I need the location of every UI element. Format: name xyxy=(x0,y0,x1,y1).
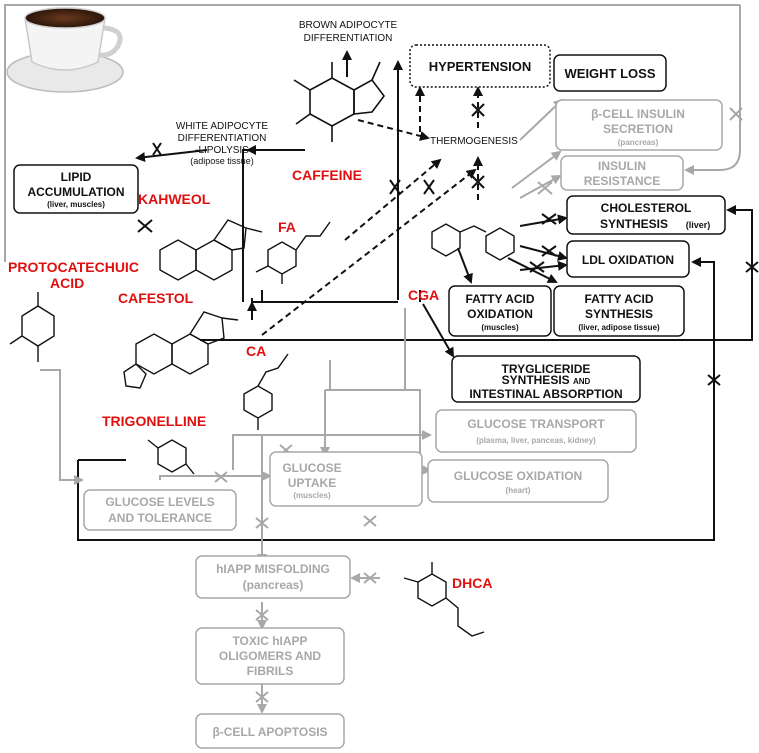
svg-text:-LIPOLYSIS: -LIPOLYSIS xyxy=(195,145,249,156)
svg-text:(pancreas): (pancreas) xyxy=(243,578,304,592)
svg-text:GLUCOSE OXIDATION: GLUCOSE OXIDATION xyxy=(454,469,582,483)
svg-text:INSULIN: INSULIN xyxy=(598,159,646,173)
fatty-acid-synthesis-box: FATTY ACID SYNTHESIS (liver, adipose tis… xyxy=(553,285,685,337)
svg-text:(muscles): (muscles) xyxy=(293,491,331,500)
svg-text:DIFFERENTIATION: DIFFERENTIATION xyxy=(178,133,267,144)
cafestol-structure-icon xyxy=(123,311,239,389)
svg-text:SECRETION: SECRETION xyxy=(603,122,673,136)
svg-text:LDL OXIDATION: LDL OXIDATION xyxy=(582,253,674,267)
svg-text:RESISTANCE: RESISTANCE xyxy=(584,174,660,188)
svg-text:(liver, adipose tissue): (liver, adipose tissue) xyxy=(578,323,660,332)
hiapp-misfolding-box: hIAPP MISFOLDING (pancreas) xyxy=(195,555,351,599)
cga-label: CGA xyxy=(408,287,439,303)
svg-text:GLUCOSE LEVELS: GLUCOSE LEVELS xyxy=(105,495,214,509)
beta-cell-secretion-box: β-CELL INSULIN SECRETION (pancreas) xyxy=(555,99,723,151)
glucose-levels-box: GLUCOSE LEVELS AND TOLERANCE xyxy=(83,489,237,531)
kahweol-structure-icon xyxy=(159,219,263,281)
coffee-cup-icon xyxy=(6,7,124,93)
fa-label: FA xyxy=(278,219,296,235)
lipid-accumulation-box: LIPID ACCUMULATION (liver, muscles) xyxy=(13,164,139,214)
svg-text:(liver, muscles): (liver, muscles) xyxy=(47,200,105,209)
black-arrows xyxy=(135,50,568,358)
caffeine-label: CAFFEINE xyxy=(292,167,362,183)
svg-text:INTESTINAL ABSORPTION: INTESTINAL ABSORPTION xyxy=(469,387,622,401)
svg-text:FATTY ACID: FATTY ACID xyxy=(465,292,534,306)
glucose-transport-box: GLUCOSE TRANSPORT (plasma, liver, pancea… xyxy=(435,409,637,453)
svg-text:HYPERTENSION: HYPERTENSION xyxy=(429,59,532,74)
trigonelline-structure-icon xyxy=(147,439,195,475)
inhibition-marks xyxy=(137,103,759,703)
tryglyceride-box: TRYGLICERIDE SYNTHESIS AND INTESTINAL AB… xyxy=(451,355,641,403)
svg-text:β-CELL INSULIN: β-CELL INSULIN xyxy=(591,107,685,121)
cga-structure-icon xyxy=(431,223,515,261)
svg-text:(plasma, liver, panceas, kidne: (plasma, liver, panceas, kidney) xyxy=(476,436,596,445)
svg-text:β-CELL APOPTOSIS: β-CELL APOPTOSIS xyxy=(212,725,327,739)
protocatechuic-structure-icon xyxy=(9,292,55,362)
svg-text:GLUCOSE: GLUCOSE xyxy=(282,461,341,475)
svg-text:(pancreas): (pancreas) xyxy=(618,138,659,147)
brown-adipocyte-label: BROWN ADIPOCYTE DIFFERENTIATION xyxy=(299,20,398,44)
dashed-arrows xyxy=(261,86,483,336)
white-adipocyte-label: WHITE ADIPOCYTE DIFFERENTIATION -LIPOLYS… xyxy=(176,121,269,166)
svg-text:AND TOLERANCE: AND TOLERANCE xyxy=(108,511,212,525)
dhca-structure-icon xyxy=(403,562,485,637)
svg-text:SYNTHESIS: SYNTHESIS xyxy=(585,307,653,321)
svg-text:DIFFERENTIATION: DIFFERENTIATION xyxy=(304,33,393,44)
fa-structure-icon xyxy=(255,221,331,284)
svg-text:hIAPP MISFOLDING: hIAPP MISFOLDING xyxy=(216,562,330,576)
protocatechuic-label-1: PROTOCATECHUIC xyxy=(8,259,139,275)
beta-cell-apoptosis-box: β-CELL APOPTOSIS xyxy=(195,713,345,749)
glucose-oxidation-box: GLUCOSE OXIDATION (heart) xyxy=(427,459,609,503)
svg-text:SYNTHESIS: SYNTHESIS xyxy=(600,217,668,231)
ldl-oxidation-box: LDL OXIDATION xyxy=(566,240,690,278)
svg-text:WHITE ADIPOCYTE: WHITE ADIPOCYTE xyxy=(176,121,269,132)
ca-label: CA xyxy=(246,343,266,359)
svg-text:LIPID: LIPID xyxy=(61,170,92,184)
weight-loss-box: WEIGHT LOSS xyxy=(553,54,667,92)
svg-text:(muscles): (muscles) xyxy=(481,323,519,332)
svg-text:WEIGHT LOSS: WEIGHT LOSS xyxy=(565,66,656,81)
svg-text:TRYGLICERIDE: TRYGLICERIDE xyxy=(502,362,591,376)
svg-text:SYNTHESIS AND: SYNTHESIS AND xyxy=(502,373,591,387)
svg-text:(adipose tissue): (adipose tissue) xyxy=(190,156,254,166)
svg-text:UPTAKE: UPTAKE xyxy=(288,476,336,490)
insulin-resistance-box: INSULIN RESISTANCE xyxy=(560,155,684,191)
svg-text:CHOLESTEROL: CHOLESTEROL xyxy=(601,201,692,215)
svg-text:GLUCOSE TRANSPORT: GLUCOSE TRANSPORT xyxy=(467,417,605,431)
svg-text:FIBRILS: FIBRILS xyxy=(247,664,294,678)
svg-text:ACCUMULATION: ACCUMULATION xyxy=(27,185,124,199)
cholesterol-synthesis-box: CHOLESTEROL SYNTHESIS (liver) xyxy=(566,195,726,235)
caffeine-structure-icon xyxy=(293,61,385,142)
fatty-acid-oxidation-box: FATTY ACID OXIDATION (muscles) xyxy=(448,285,552,337)
svg-text:TOXIC hIAPP: TOXIC hIAPP xyxy=(232,634,307,648)
svg-text:OXIDATION: OXIDATION xyxy=(467,307,533,321)
hypertension-box: HYPERTENSION xyxy=(409,44,551,88)
svg-text:OLIGOMERS AND: OLIGOMERS AND xyxy=(219,649,322,663)
svg-text:FATTY ACID: FATTY ACID xyxy=(584,292,653,306)
svg-text:(liver): (liver) xyxy=(686,220,711,230)
frame-lines xyxy=(4,4,753,541)
svg-text:BROWN ADIPOCYTE: BROWN ADIPOCYTE xyxy=(299,20,398,31)
ca-structure-icon xyxy=(243,353,289,430)
protocatechuic-label-2: ACID xyxy=(50,275,84,291)
kahweol-label: KAHWEOL xyxy=(138,191,211,207)
thermogenesis-label: THERMOGENESIS xyxy=(430,136,518,147)
glucose-uptake-box: GLUCOSE UPTAKE (muscles) xyxy=(269,451,423,507)
svg-text:(heart): (heart) xyxy=(506,486,531,495)
toxic-hiapp-box: TOXIC hIAPP OLIGOMERS AND FIBRILS xyxy=(195,627,345,685)
trigonelline-label: TRIGONELLINE xyxy=(102,413,206,429)
cafestol-label: CAFESTOL xyxy=(118,290,194,306)
dhca-label: DHCA xyxy=(452,575,492,591)
